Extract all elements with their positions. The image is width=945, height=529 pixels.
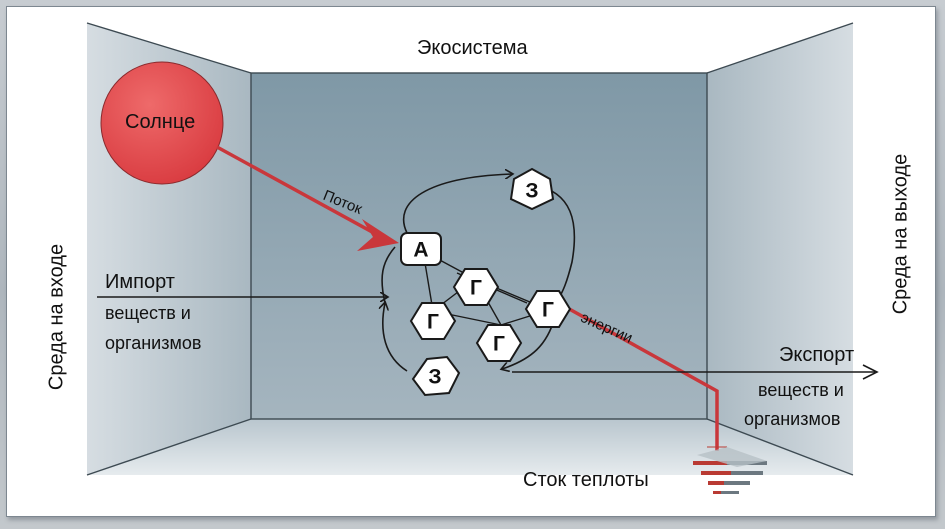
export-arrow	[512, 364, 879, 380]
heterotroph-label-1: Г	[470, 276, 482, 300]
back-wall	[251, 73, 707, 419]
autotroph-label: А	[413, 238, 429, 262]
autotroph-node	[400, 232, 442, 266]
ecosystem-diagram: Экосистема Солнце Поток энергии Среда на…	[6, 6, 936, 517]
detritivore-node-bottom	[411, 355, 461, 397]
heterotroph-label-3: Г	[493, 332, 505, 356]
energy-flow	[216, 145, 719, 451]
import-line-3: организмов	[105, 333, 202, 353]
sun	[100, 61, 224, 185]
heterotroph-node-4	[524, 290, 572, 328]
heterotroph-label-4: Г	[542, 298, 554, 322]
export-title: Экспорт	[779, 344, 855, 366]
heat-sink-ground	[693, 446, 767, 494]
export-line-3: организмов	[744, 409, 841, 429]
export-line-2: веществ и	[758, 380, 844, 400]
heterotroph-label-2: Г	[427, 310, 439, 334]
diagram-canvas	[86, 22, 879, 494]
import-line-2: веществ и	[105, 303, 191, 323]
input-environment-label: Среда на входе	[45, 243, 68, 391]
heterotroph-node-1	[452, 268, 500, 306]
heterotroph-node-3	[475, 324, 523, 362]
floor	[87, 419, 853, 475]
node-shapes	[400, 167, 572, 397]
heat-sink-label: Сток теплоты	[523, 469, 649, 491]
detritivore-label-bottom: З	[428, 365, 442, 389]
room-edges	[86, 22, 854, 476]
detritivore-node-top	[509, 167, 555, 211]
right-wall	[707, 23, 853, 475]
output-environment-label: Среда на выходе	[889, 153, 912, 315]
ecosystem-title: Экосистема	[417, 37, 528, 59]
sun-label: Солнце	[125, 111, 196, 133]
heterotroph-node-2	[409, 302, 457, 340]
import-title: Импорт	[105, 271, 175, 293]
detritivore-label-top: З	[525, 179, 539, 203]
